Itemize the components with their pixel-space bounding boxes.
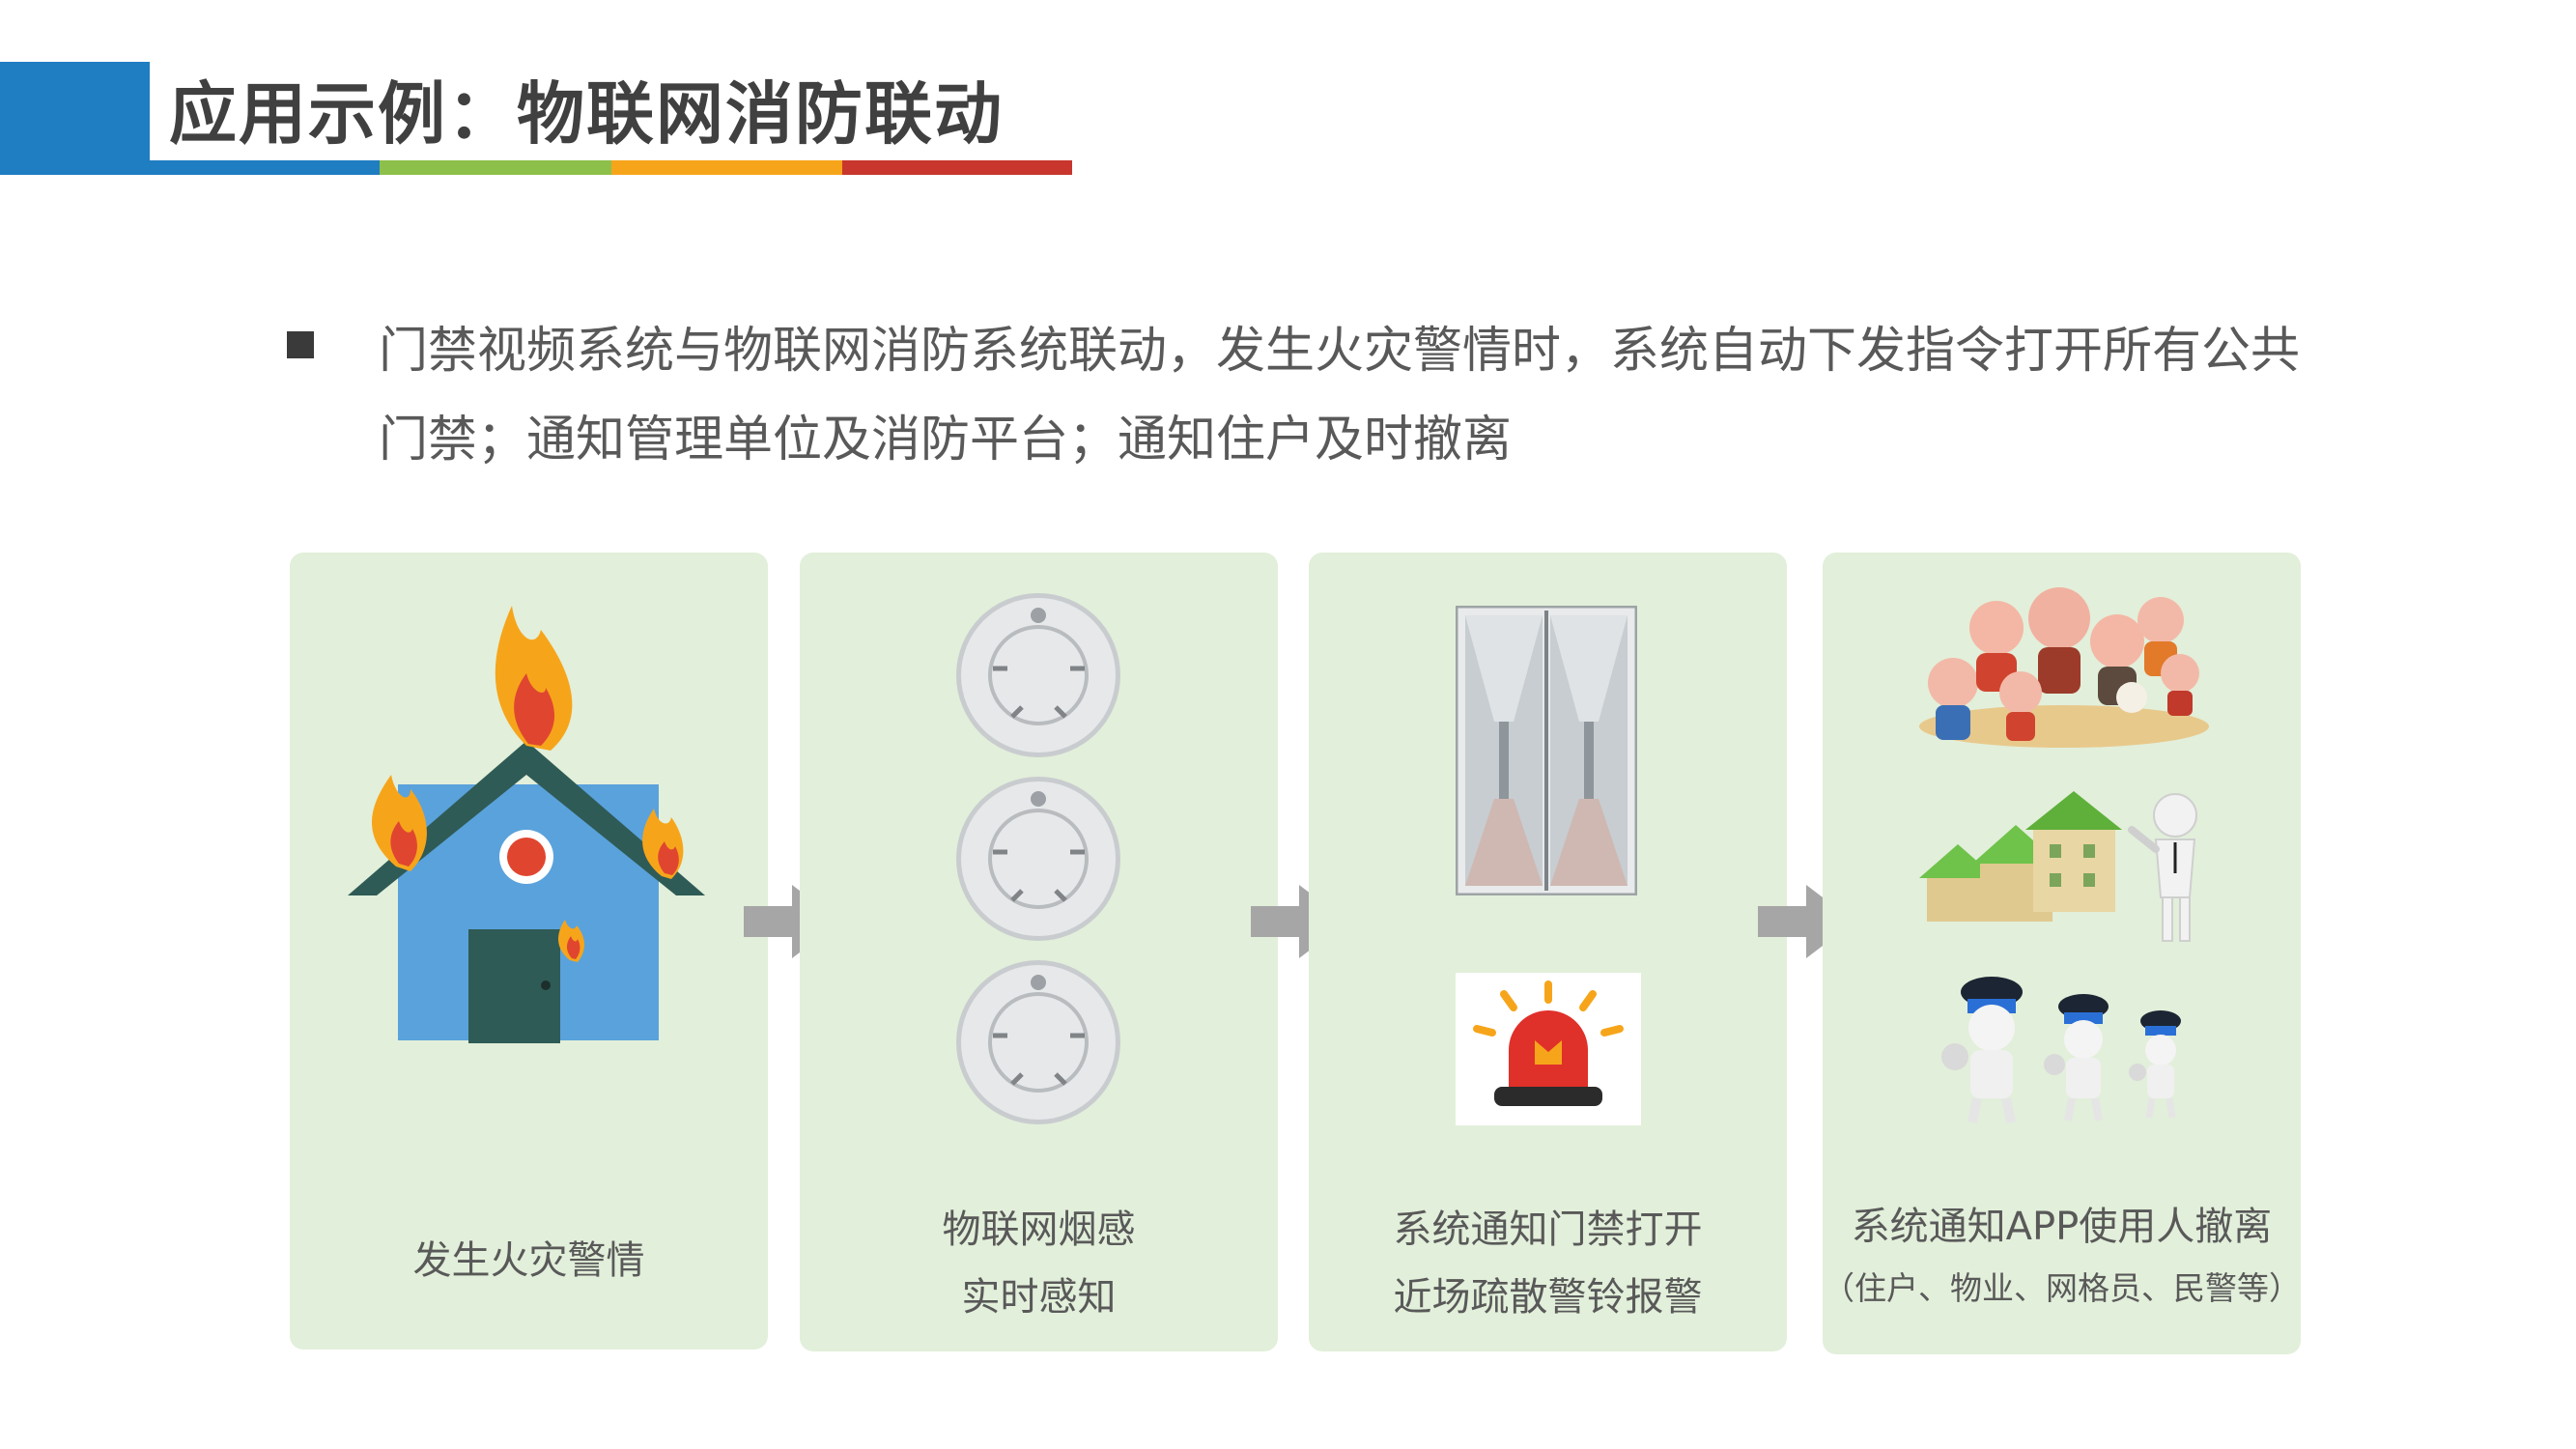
bullet-line-2: 门禁；通知管理单位及消防平台；通知住户及时撤离	[379, 412, 1513, 469]
step-card-fire: 发生火灾警情	[290, 553, 768, 1350]
title-accent-block	[0, 62, 150, 175]
burning-house-icon	[348, 606, 705, 1043]
step-label-sensor-2: 实时感知	[961, 1275, 1117, 1320]
title-underline-blue	[0, 160, 380, 175]
bullet-marker	[287, 331, 314, 358]
bullet-paragraph: 门禁视频系统与物联网消防系统联动，发生火灾警情时，系统自动下发指令打开所有公共 …	[379, 307, 2310, 485]
title-underline-orange	[611, 160, 842, 175]
bullet-line-1: 门禁视频系统与物联网消防系统联动，发生火灾警情时，系统自动下发指令打开所有公共	[379, 323, 2301, 380]
glass-door-icon	[1456, 606, 1637, 895]
smoke-detector-icon	[956, 593, 1120, 757]
step-card-smoke-sensor: 物联网烟感 实时感知	[800, 553, 1278, 1351]
step-label-door-2: 近场疏散警铃报警	[1393, 1275, 1703, 1320]
step-label-door-1: 系统通知门禁打开	[1393, 1208, 1703, 1252]
alarm-siren-icon	[1456, 973, 1641, 1125]
police-icon	[1941, 977, 2181, 1123]
title-underline-red	[842, 160, 1072, 175]
houses-icon	[1919, 791, 2197, 942]
step-label-sensor-1: 物联网烟感	[942, 1208, 1136, 1252]
smoke-detector-icon	[956, 960, 1120, 1124]
title-underline-green	[380, 160, 611, 175]
page-title: 应用示例：物联网消防联动	[169, 74, 1004, 154]
step-card-door-alarm: 系统通知门禁打开 近场疏散警铃报警	[1309, 553, 1787, 1351]
step-label-app-1: 系统通知APP使用人撤离	[1851, 1205, 2273, 1249]
step-label-fire: 发生火灾警情	[412, 1238, 645, 1283]
family-icon	[1919, 587, 2209, 748]
step-label-app-2: （住户、物业、网格员、民警等）	[1823, 1269, 2301, 1307]
smoke-detector-icon	[956, 777, 1120, 941]
step-card-notify-app: 系统通知APP使用人撤离 （住户、物业、网格员、民警等）	[1823, 553, 2301, 1354]
